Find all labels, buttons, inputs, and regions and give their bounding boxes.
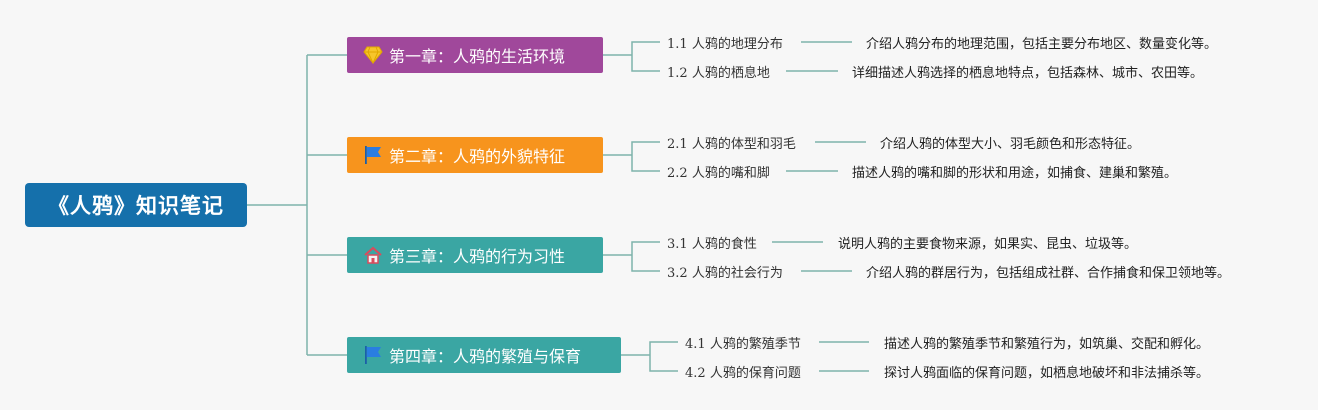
- section-1-1[interactable]: 1.1 人鸦的地理分布: [667, 37, 783, 52]
- chapter-title: 第三章：人鸦的行为习性: [389, 247, 566, 266]
- section-3-2-desc: 介绍人鸦的群居行为，包括组成社群、合作捕食和保卫领地等。: [866, 266, 1231, 281]
- root-node[interactable]: 《人鸦》知识笔记: [25, 183, 247, 227]
- section-2-1-desc: 介绍人鸦的体型大小、羽毛颜色和形态特征。: [880, 137, 1141, 152]
- chapter-2-branches: [603, 141, 660, 172]
- section-2-1[interactable]: 2.1 人鸦的体型和羽毛: [667, 137, 796, 152]
- chapter-title: 第四章：人鸦的繁殖与保育: [389, 347, 582, 366]
- chapter-1-node[interactable]: 第一章：人鸦的生活环境: [347, 37, 603, 73]
- chapter-title: 第二章：人鸦的外貌特征: [389, 147, 566, 166]
- section-2-2[interactable]: 2.2 人鸦的嘴和脚: [667, 166, 770, 181]
- flag-icon: [363, 145, 383, 165]
- chapter-3-node[interactable]: 第三章：人鸦的行为习性: [347, 237, 603, 273]
- section-1-2-desc: 详细描述人鸦选择的栖息地特点，包括森林、城市、农田等。: [852, 66, 1204, 81]
- section-3-2[interactable]: 3.2 人鸦的社会行为: [667, 266, 783, 281]
- chapter-1-branches: [603, 41, 660, 72]
- diamond-icon: [363, 45, 383, 65]
- section-3-1-desc: 说明人鸦的主要食物来源，如果实、昆虫、垃圾等。: [838, 237, 1138, 252]
- section-1-1-desc: 介绍人鸦分布的地理范围，包括主要分布地区、数量变化等。: [866, 37, 1218, 52]
- section-3-1[interactable]: 3.1 人鸦的食性: [667, 237, 757, 252]
- chapter-2-node[interactable]: 第二章：人鸦的外貌特征: [347, 137, 603, 173]
- chapter-4-node[interactable]: 第四章：人鸦的繁殖与保育: [347, 337, 621, 373]
- section-2-2-desc: 描述人鸦的嘴和脚的形状和用途，如捕食、建巢和繁殖。: [852, 166, 1178, 181]
- house-icon: [363, 245, 383, 265]
- section-4-1-desc: 描述人鸦的繁殖季节和繁殖行为，如筑巢、交配和孵化。: [884, 337, 1210, 352]
- section-1-2[interactable]: 1.2 人鸦的栖息地: [667, 66, 770, 81]
- root-title: 《人鸦》知识笔记: [48, 194, 224, 218]
- chapter-3-branches: [603, 241, 660, 272]
- section-4-2[interactable]: 4.2 人鸦的保育问题: [685, 366, 801, 381]
- section-4-1[interactable]: 4.1 人鸦的繁殖季节: [685, 337, 801, 352]
- chapter-4-branches: [621, 341, 678, 372]
- section-4-2-desc: 探讨人鸦面临的保育问题，如栖息地破坏和非法捕杀等。: [884, 366, 1210, 381]
- flag-icon: [363, 345, 383, 365]
- chapter-title: 第一章：人鸦的生活环境: [389, 47, 566, 66]
